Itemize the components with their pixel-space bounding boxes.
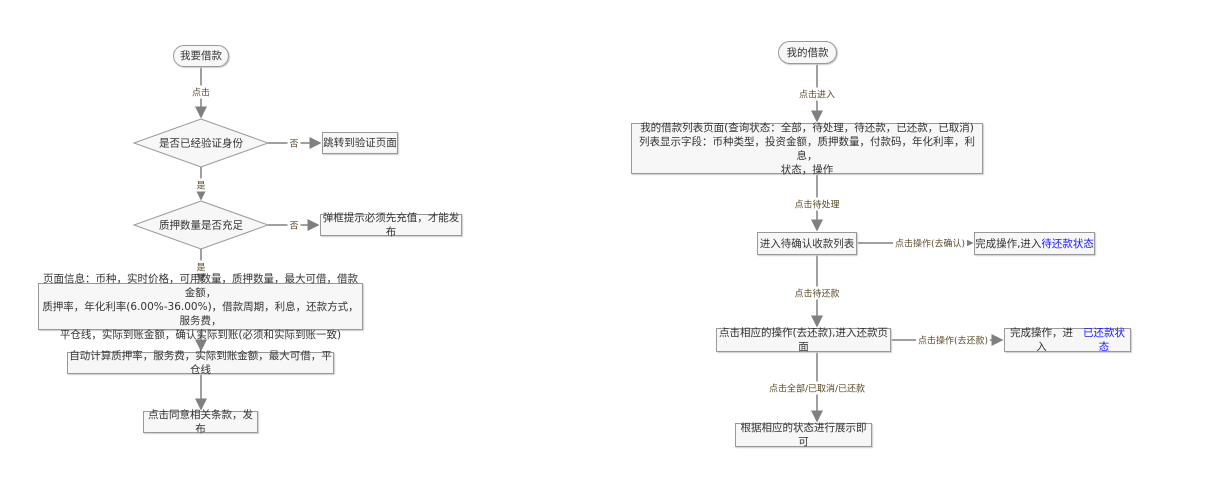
node-label: 状态，操作 (780, 163, 834, 176)
node-label: 跳转到验证页面 (323, 137, 397, 149)
edge-label: 点击待处理 (792, 197, 842, 211)
node-label: 进入待确认收款列表 (759, 237, 855, 250)
edge-label: 点击操作(去确认) (892, 236, 968, 250)
node-label: 我的借款列表页面(查询状态：全部，待处理，待还款，已还款，已取消) (640, 121, 974, 134)
node-label: 自动计算质押率，服务费，实际到账金额，最大可借，平仓线 (69, 350, 332, 376)
node-agree-publish: 点击同意相关条款，发布 (143, 409, 258, 435)
node-label: 完成操作，进入 (1009, 327, 1073, 353)
node-auto-calc: 自动计算质押率，服务费，实际到账金额，最大可借，平仓线 (67, 350, 334, 376)
node-show-by-state: 根据相应的状态进行展示即可 (735, 422, 872, 448)
node-confirm-list: 进入待确认收款列表 (757, 232, 857, 255)
state-highlight: 已还款状态 (1082, 327, 1125, 353)
edge-label: 是 (194, 260, 208, 274)
node-label: 点击同意相关条款，发布 (148, 409, 253, 435)
node-label: 质押率，年化利率(6.00%-36.00%)，借款周期，利息，还款方式，服务费， (42, 300, 359, 327)
edge-label: 点击待还款 (792, 286, 842, 300)
node-label: 完成操作,进入 (975, 237, 1042, 250)
node-label: 页面信息：币种，实时价格，可用数量，质押数量，最大可借，借款金额， (43, 272, 358, 299)
edge-label: 否 (287, 218, 301, 232)
node-label: 我要借款 (180, 50, 222, 62)
start-node-my-loans: 我的借款 (778, 41, 837, 64)
node-label: 点击相应的操作(去还款),进入还款页面 (718, 327, 889, 353)
edge-label: 是 (194, 178, 208, 192)
state-highlight: 待还款状态 (1041, 237, 1094, 250)
decision-label: 是否已经验证身份 (159, 137, 243, 150)
edge-label: 否 (287, 136, 301, 150)
node-label: 列表显示字段：币种类型，投资金额，质押数量，付款码，年化利率，利息， (639, 135, 975, 162)
node-done-confirm: 完成操作,进入待还款状态 (974, 232, 1095, 255)
node-list-page: 我的借款列表页面(查询状态：全部，待处理，待还款，已还款，已取消) 列表显示字段… (631, 121, 983, 176)
edge-label: 点击操作(去还款) (915, 333, 991, 347)
decision-label: 质押数量是否充足 (159, 219, 243, 232)
node-label: 弹框提示必须先充值，才能发布 (322, 212, 460, 238)
start-node-borrow: 我要借款 (173, 45, 229, 67)
edge-label: 点击 (189, 85, 213, 99)
node-jump-verify: 跳转到验证页面 (322, 132, 398, 154)
node-popup-recharge: 弹框提示必须先充值，才能发布 (320, 212, 462, 238)
node-label: 我的借款 (786, 46, 829, 59)
node-done-repay: 完成操作，进入已还款状态 (1004, 327, 1131, 353)
node-repay-page: 点击相应的操作(去还款),进入还款页面 (716, 327, 891, 353)
node-label: 根据相应的状态进行展示即可 (740, 422, 867, 448)
edge-label: 点击进入 (796, 87, 838, 101)
edge-label: 点击全部/已取消/已还款 (766, 381, 868, 395)
node-label: 平仓线，实际到账金额，确认实际到账(必须和实际到账一致) (59, 328, 342, 341)
node-page-info: 页面信息：币种，实时价格，可用数量，质押数量，最大可借，借款金额， 质押率，年化… (38, 273, 363, 341)
